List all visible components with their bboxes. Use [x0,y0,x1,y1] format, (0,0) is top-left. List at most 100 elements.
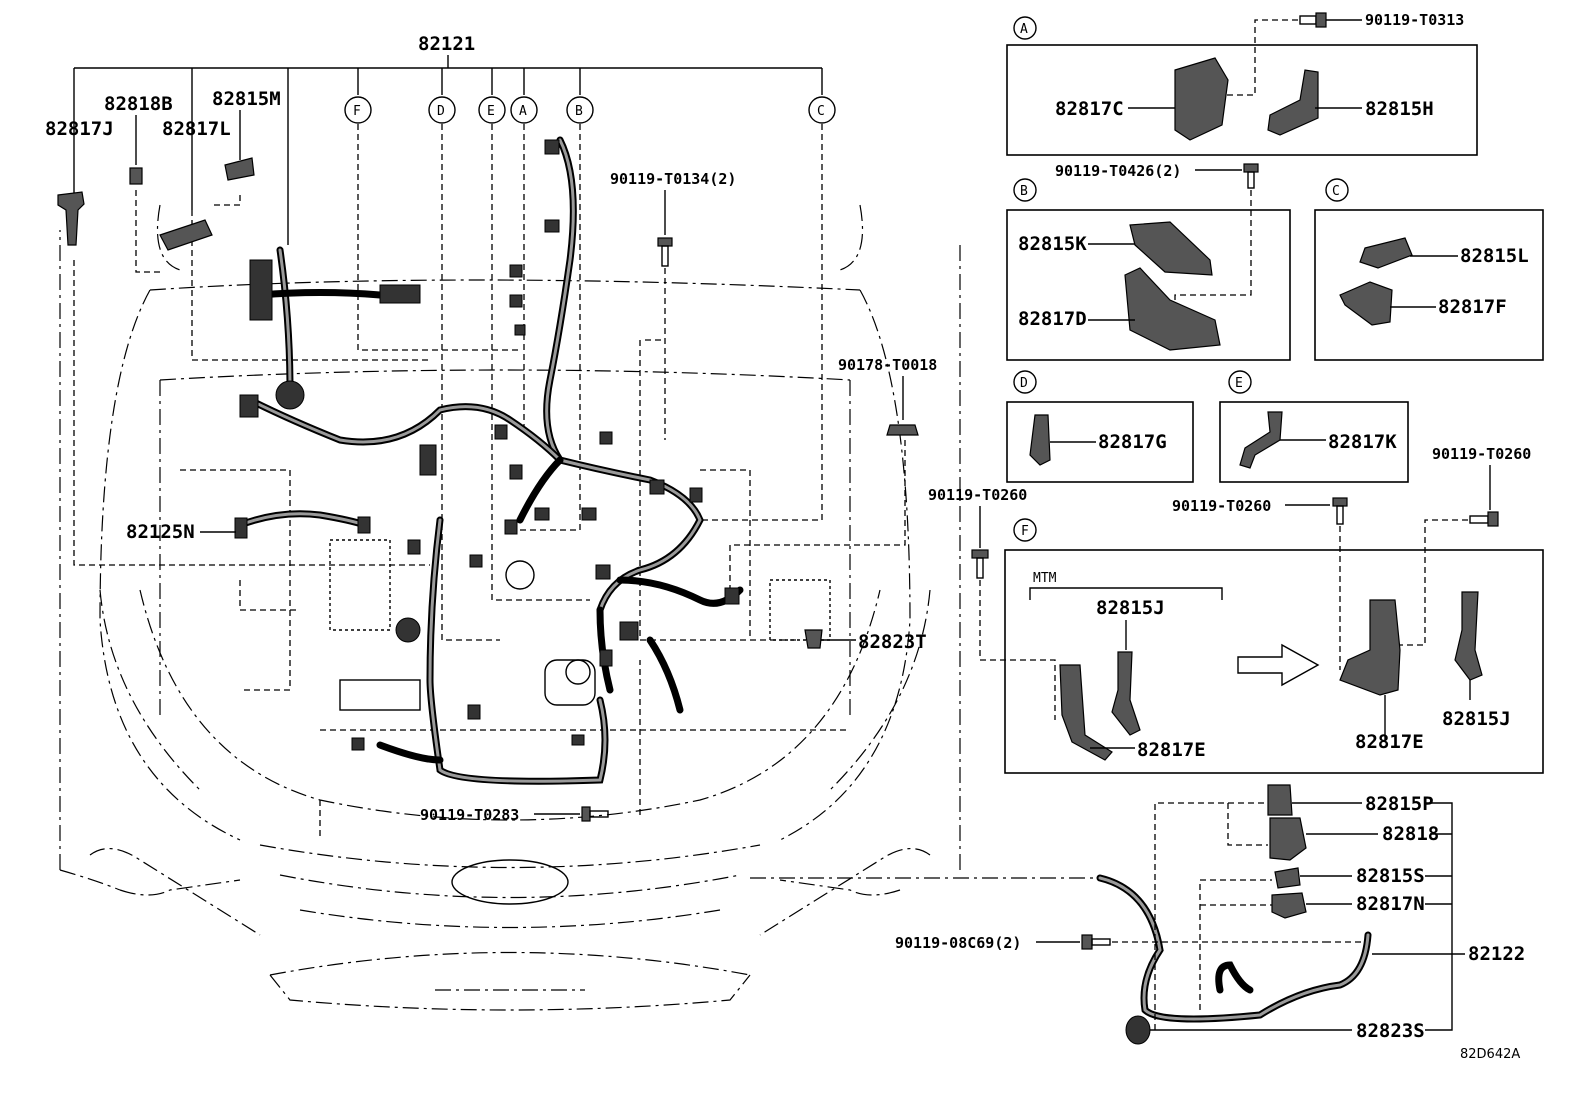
box-f-bolts: 90119-T0260 90119-T0260 90119-T0260 [928,445,1531,720]
clip-82818b-icon [129,167,143,185]
bracket-82817d-icon [1124,267,1221,351]
bracket-82817n-icon [1271,892,1307,919]
svg-text:A: A [1020,22,1028,37]
callout-markers: F D E A B C [344,96,836,124]
label-82815p: 82815P [1365,793,1434,815]
svg-text:B: B [1020,184,1028,199]
bracket-82817e-mtm-icon [1059,664,1113,761]
nut-icon [886,424,919,436]
emblem-icon [451,859,569,905]
callout-d: D [428,96,456,124]
svg-text:F: F [1021,524,1029,539]
label-90119-t0283: 90119-T0283 [420,806,519,824]
bolt-icon [1081,934,1111,950]
detail-box-c: C 82815L 82817F [1314,178,1544,361]
clamp-82815j-mtm-icon [1111,651,1141,736]
label-82125n: 82125N [126,521,195,543]
center-labels: 90119-T0134(2) 90178-T0018 82823T 90119-… [420,170,937,824]
svg-text:A: A [519,104,527,119]
label-82817e-a: 82817E [1137,739,1206,761]
svg-text:E: E [487,104,495,119]
label-82815l: 82815L [1460,245,1529,267]
callout-c: C [808,96,836,124]
bolt-icon [1299,12,1327,28]
svg-text:D: D [1020,376,1028,391]
label-82817n: 82817N [1356,893,1425,915]
callout-e: E [478,96,506,124]
label-90119-t0313: 90119-T0313 [1365,11,1464,29]
label-82817j: 82817J [45,118,114,140]
harness-connectors [234,139,831,751]
label-82818b: 82818B [104,93,173,115]
svg-text:D: D [437,104,445,119]
label-90119-t0260-a: 90119-T0260 [928,486,1027,504]
bracket-82815p-icon [1267,784,1293,816]
label-82817g: 82817G [1098,431,1167,453]
left-labels: 82818B 82815M 82817J 82817L 82125N [45,88,281,543]
label-82823s: 82823S [1356,1020,1425,1042]
bracket-82817c-icon [1174,57,1229,141]
label-82815m: 82815M [212,88,281,110]
label-90119-t0134: 90119-T0134(2) [610,170,736,188]
label-82817f: 82817F [1438,296,1507,318]
svg-text:E: E [1235,376,1243,391]
bolt-icon [1243,163,1259,189]
bolt-icon [971,549,989,579]
label-82817d: 82817D [1018,308,1087,330]
detail-box-d: D 82817G [1006,370,1194,483]
svg-text:C: C [1332,184,1340,199]
bracket-82817e-icon [1339,599,1401,696]
bracket-82817f-icon [1339,281,1393,326]
grommet-82823t-icon [804,629,823,649]
harness-82121 [236,136,744,785]
label-82815j-a: 82815J [1096,597,1165,619]
label-90178-t0018: 90178-T0018 [838,356,937,374]
clamp-82815j-icon [1454,591,1483,681]
callout-b: B [566,96,594,124]
grommet-82823s-icon [1125,1015,1151,1045]
bolt-icon [581,806,609,822]
bracket-82817k-icon [1239,411,1283,469]
label-82818: 82818 [1382,823,1439,845]
svg-text:C: C [817,104,825,119]
right-arrow-icon [1237,643,1320,687]
label-90119-t0260-b: 90119-T0260 [1172,497,1271,515]
label-82815k: 82815K [1018,233,1087,255]
callout-routes [73,124,906,815]
bolt-icon [1469,511,1499,527]
label-90119-08c69: 90119-08C69(2) [895,934,1021,952]
label-82815j-b: 82815J [1442,708,1511,730]
clamp-82815l-icon [1359,237,1413,269]
label-82817l: 82817L [162,118,231,140]
bolt-icon [1332,497,1348,525]
vehicle-outline [59,204,961,1011]
label-82817e-b: 82817E [1355,731,1424,753]
label-82823t: 82823T [858,631,927,653]
label-82121: 82121 [418,33,475,55]
svg-text:B: B [575,104,583,119]
callout-a: A [510,96,538,124]
clamp-82815m-icon [224,157,255,181]
callout-f: F [344,96,372,124]
harness-82121-leader: 82121 [73,33,823,245]
figure-code: 82D642A [1460,1047,1520,1062]
detail-box-f: F MTM 82815J 82817E 82817E 82815J [1004,518,1544,774]
clamp-82817j-icon [57,191,85,246]
label-82815s: 82815S [1356,865,1425,887]
holder-82818-icon [1269,817,1307,861]
label-82817k: 82817K [1328,431,1397,453]
clamp-82817g-icon [1029,414,1051,466]
label-82122: 82122 [1468,943,1525,965]
clamp-82815h-icon [1267,69,1319,136]
bracket-82817l-icon [159,219,213,251]
bolt-icon [657,237,673,267]
harness-82122-group: 82815P 82818 82815S 82817N 82122 82823S … [750,784,1525,1045]
label-90119-t0426: 90119-T0426(2) [1055,162,1181,180]
detail-box-a: A 90119-T0313 82817C 82815H [1006,11,1478,156]
svg-text:F: F [353,104,361,119]
detail-box-b: 90119-T0426(2) B 82815K 82817D [1006,162,1291,361]
label-mtm: MTM [1033,571,1057,586]
clamp-82815s-icon [1274,867,1301,889]
